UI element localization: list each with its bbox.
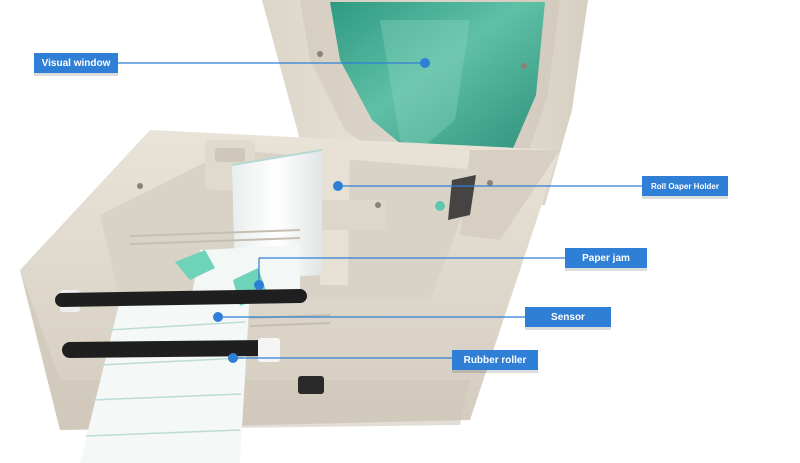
rubber-roller-label: Rubber roller [452, 350, 538, 373]
paper-jam-label: Paper jam [565, 248, 647, 271]
visual-window-label: Visual window [34, 53, 118, 76]
sensor-label: Sensor [525, 307, 611, 330]
roll-holder-label: Roll Oaper Holder [642, 176, 728, 199]
